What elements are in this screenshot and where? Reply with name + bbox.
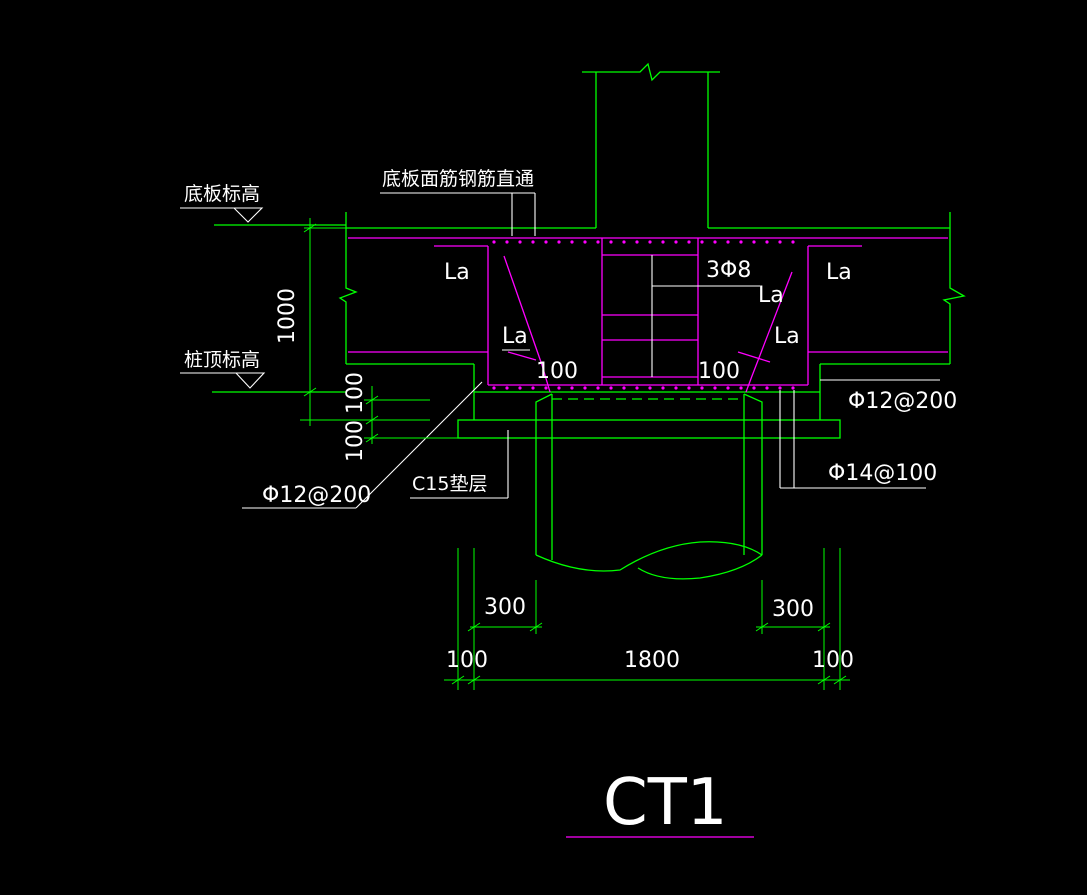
rebar-dot xyxy=(765,240,769,244)
vertical-dimensions xyxy=(300,218,458,444)
rebar-dot xyxy=(557,240,561,244)
length-100-left: 100 xyxy=(536,359,578,384)
rebar-dot xyxy=(700,386,704,390)
rebar-dot xyxy=(570,386,574,390)
rebar-dot xyxy=(635,386,639,390)
rebar-dot xyxy=(648,240,652,244)
rebar-dot xyxy=(635,240,639,244)
c15-cushion xyxy=(457,419,841,439)
rebar-dot xyxy=(518,240,522,244)
rebar-dot xyxy=(687,240,691,244)
rebar-dot xyxy=(492,386,496,390)
horizontal-dimensions xyxy=(444,548,850,690)
rebar-cage xyxy=(348,237,948,393)
rebar-dot xyxy=(492,240,496,244)
rebar-dot xyxy=(674,386,678,390)
anchorage-la-right-top: La xyxy=(826,260,852,285)
pile-top-elevation-label: 桩顶标高 xyxy=(184,349,260,371)
rebar-dot xyxy=(570,240,574,244)
rebar-dot xyxy=(609,240,613,244)
dimension-1800: 1800 xyxy=(624,648,680,673)
slab-bottom-elevation-label: 底板标高 xyxy=(184,183,260,205)
annotation-leaders xyxy=(242,192,940,509)
dimension-300-right: 300 xyxy=(772,597,814,622)
rebar-dot xyxy=(739,386,743,390)
rebar-dot xyxy=(752,240,756,244)
drawing-title: CT1 xyxy=(603,766,728,840)
rebar-dot xyxy=(583,386,587,390)
column-outline xyxy=(582,62,720,228)
anchorage-la-left-top: La xyxy=(444,260,470,285)
rebar-dot xyxy=(505,240,509,244)
rebar-dot xyxy=(726,386,730,390)
rebar-dot xyxy=(596,386,600,390)
anchorage-la-right-low: La xyxy=(774,324,800,349)
rebar-dot xyxy=(700,240,704,244)
rebar-dot xyxy=(674,240,678,244)
rebar-phi12-200-left: Φ12@200 xyxy=(262,483,371,508)
anchorage-la-right-mid: La xyxy=(758,283,784,308)
rebar-dot xyxy=(622,386,626,390)
rebar-dot xyxy=(531,386,535,390)
slab-top-rebar-label: 底板面筋钢筋直通 xyxy=(382,168,534,190)
rebar-dot xyxy=(505,386,509,390)
length-100-right: 100 xyxy=(698,359,740,384)
rebar-dot xyxy=(791,386,795,390)
rebar-dot xyxy=(713,240,717,244)
rebar-dot xyxy=(765,386,769,390)
c15-cushion-label: C15垫层 xyxy=(412,473,487,495)
rebar-dot xyxy=(544,386,548,390)
dimension-100-bottom-left: 100 xyxy=(446,648,488,673)
rebar-dot xyxy=(778,386,782,390)
rebar-dot xyxy=(726,240,730,244)
rebar-dot xyxy=(622,240,626,244)
stirrup-label: 3Φ8 xyxy=(706,258,751,283)
dimension-300-left: 300 xyxy=(484,595,526,620)
rebar-dot xyxy=(531,240,535,244)
rebar-dot xyxy=(648,386,652,390)
dimension-100-bottom-right: 100 xyxy=(812,648,854,673)
rebar-phi14-100: Φ14@100 xyxy=(828,461,937,486)
rebar-dot xyxy=(518,386,522,390)
rebar-dot xyxy=(752,386,756,390)
rebar-dot xyxy=(661,240,665,244)
rebar-dot xyxy=(544,240,548,244)
dimension-100-lower: 100 xyxy=(343,420,368,462)
rebar-dot xyxy=(778,240,782,244)
rebar-dot xyxy=(713,386,717,390)
rebar-dot xyxy=(687,386,691,390)
pile xyxy=(535,393,763,580)
rebar-dot xyxy=(557,386,561,390)
rebar-dot xyxy=(596,240,600,244)
rebar-dots xyxy=(492,240,795,390)
anchorage-la-left-low: La xyxy=(502,324,528,349)
rebar-phi12-200-right: Φ12@200 xyxy=(848,389,957,414)
dimension-100-upper: 100 xyxy=(343,372,368,414)
elevation-markers xyxy=(180,207,346,393)
thickness-dimension-label: 1000 xyxy=(275,288,300,344)
rebar-dot xyxy=(609,386,613,390)
rebar-dot xyxy=(739,240,743,244)
slab-outline xyxy=(338,212,966,420)
rebar-dot xyxy=(661,386,665,390)
rebar-dot xyxy=(791,240,795,244)
rebar-dot xyxy=(583,240,587,244)
